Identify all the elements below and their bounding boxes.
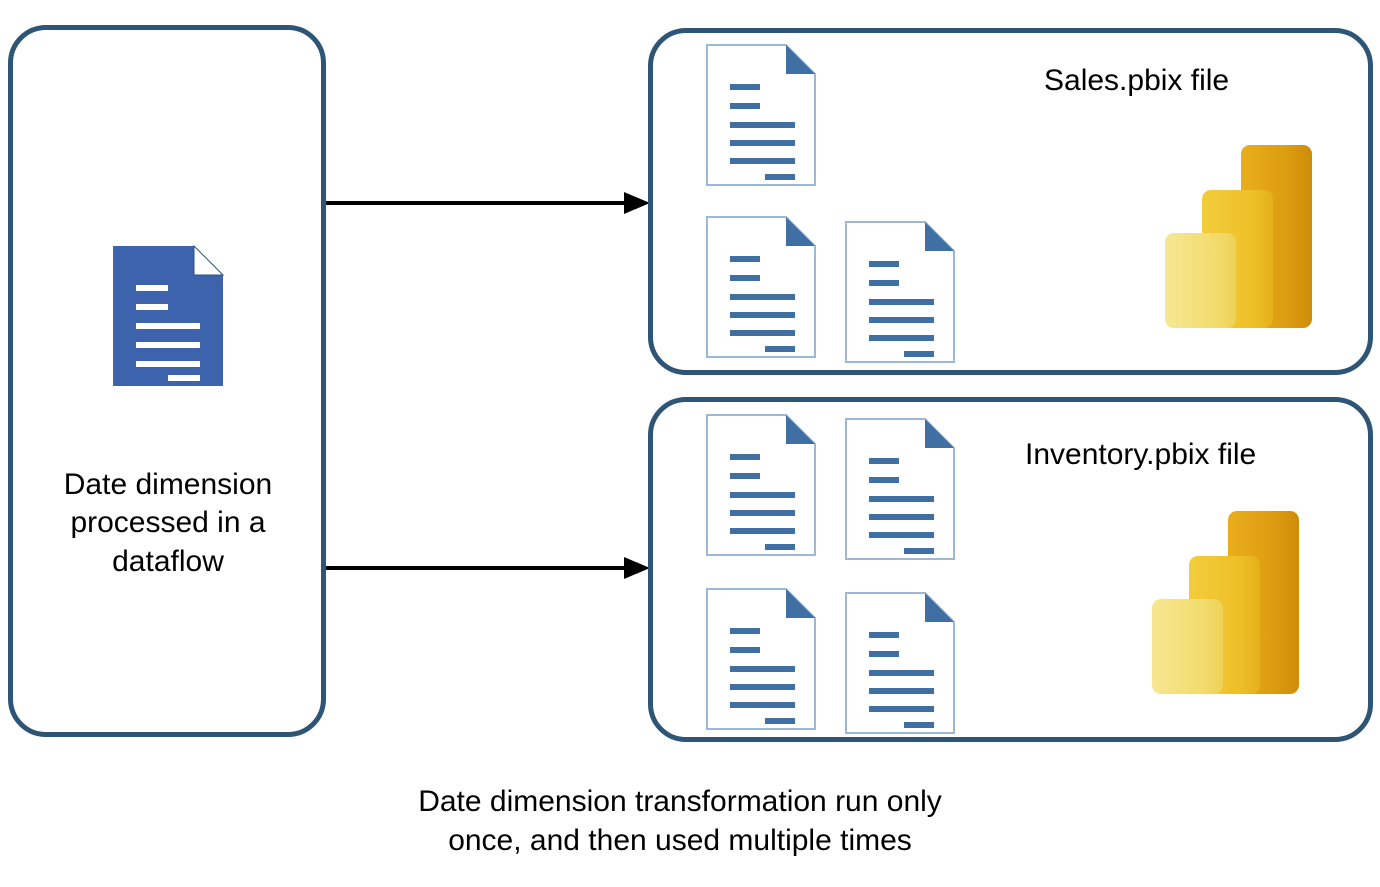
diagram-caption-line-2: once, and then used multiple times [448, 824, 912, 857]
inventory-panel-title: Inventory.pbix file [1025, 438, 1257, 471]
document-icon-sales-3 [845, 221, 955, 363]
sales-panel-title: Sales.pbix file [1044, 64, 1230, 97]
source-caption-line-2: processed in a [70, 506, 266, 540]
arrow-to-sales [326, 188, 652, 223]
source-caption: Date dimension processed in a dataflow [28, 466, 308, 581]
power-bi-logo-inventory [1150, 508, 1302, 696]
document-icon-sales-2 [706, 216, 816, 358]
document-icon-sales-1 [706, 44, 816, 186]
diagram-caption-line-1: Date dimension transformation run only [418, 785, 942, 818]
document-icon-blue-source [112, 245, 224, 387]
diagram-caption: Date dimension transformation run only o… [290, 782, 1070, 860]
document-icon-inventory-1 [706, 414, 816, 556]
document-icon-inventory-3 [706, 588, 816, 730]
document-icon-inventory-4 [845, 592, 955, 734]
power-bi-logo-sales [1163, 142, 1315, 330]
arrow-to-inventory [326, 553, 652, 588]
document-icon-inventory-2 [845, 418, 955, 560]
source-caption-line-3: dataflow [112, 544, 224, 578]
source-caption-line-1: Date dimension [63, 468, 273, 501]
